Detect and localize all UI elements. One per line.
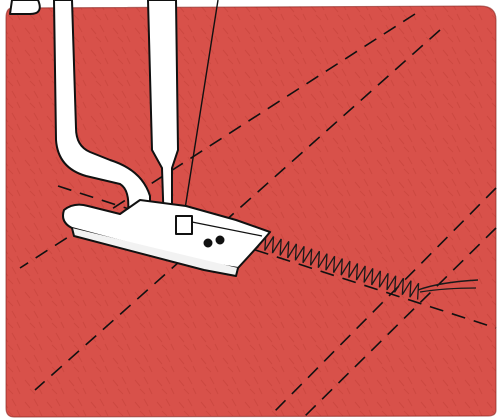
sewing-illustration	[0, 0, 500, 419]
